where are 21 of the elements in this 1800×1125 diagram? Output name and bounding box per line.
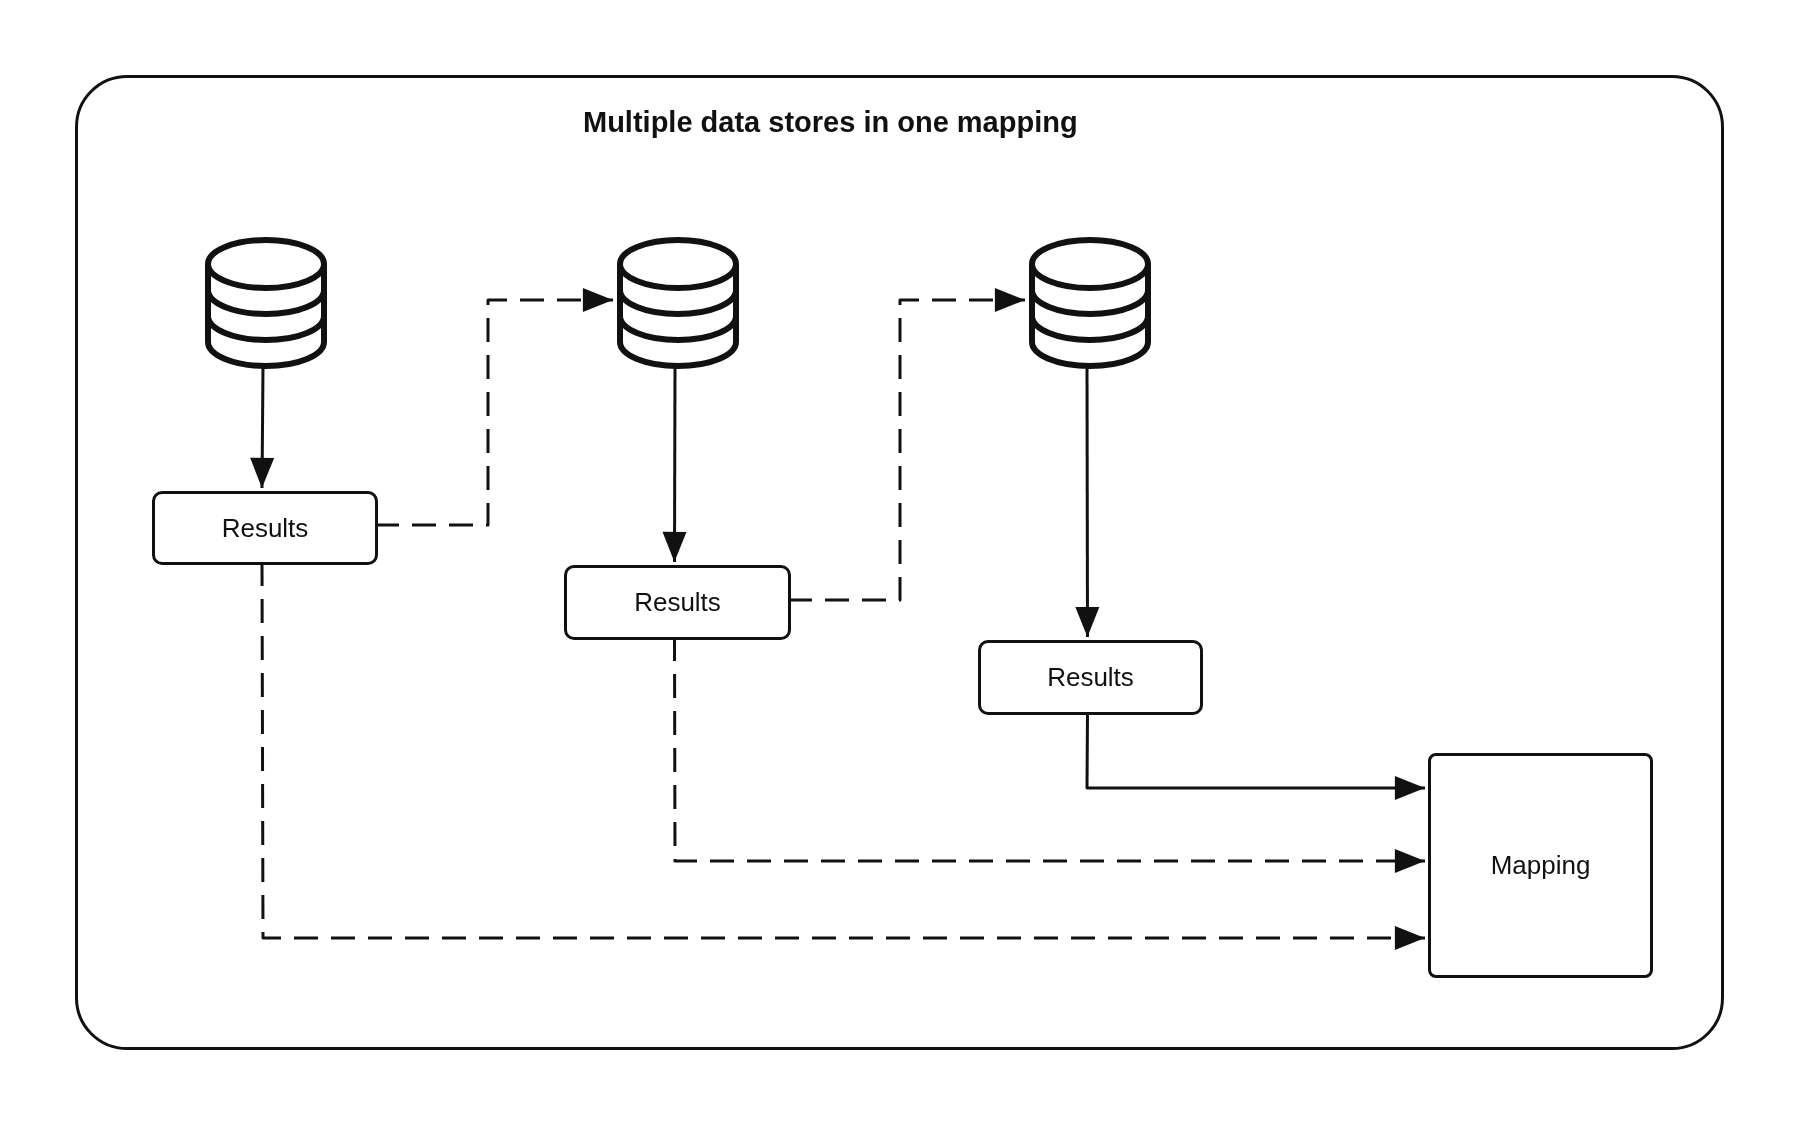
diagram-frame <box>75 75 1724 1050</box>
results-box <box>564 565 791 640</box>
box-label: Results <box>634 587 721 618</box>
arrow <box>1085 712 1425 801</box>
box-label: Results <box>1047 662 1134 693</box>
arrow <box>788 288 1025 602</box>
arrow <box>375 288 613 527</box>
arrow <box>1075 367 1100 637</box>
box-label: Mapping <box>1490 850 1591 881</box>
mapping-box <box>1428 753 1653 978</box>
arrow <box>662 367 687 562</box>
results-box <box>152 491 378 565</box>
arrow <box>250 367 275 488</box>
arrow <box>260 562 1425 951</box>
box-label: Results <box>221 512 309 544</box>
results-box <box>978 640 1203 715</box>
database-cylinder <box>204 236 328 370</box>
arrow <box>673 637 1425 874</box>
database-cylinder <box>616 236 740 370</box>
database-cylinder <box>1028 236 1152 370</box>
frame-label: Multiple data stores in one mapping <box>583 106 1078 138</box>
